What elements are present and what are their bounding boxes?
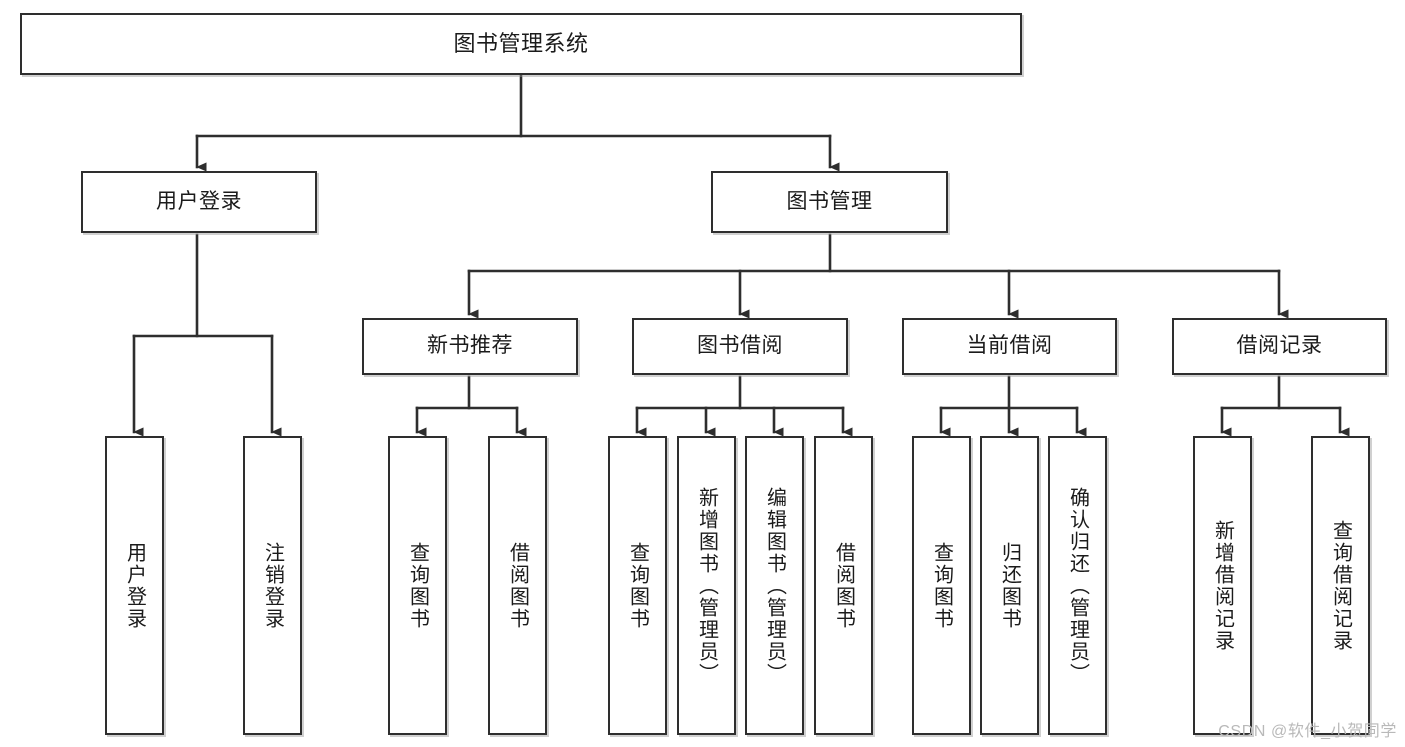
leaf-book-borrow-borrow-book-label: 借阅图书 (832, 541, 855, 630)
leaf-new-book-borrow-book-label: 借阅图书 (506, 541, 529, 630)
leaf-book-borrow-query-book[interactable]: 查询图书 (608, 436, 667, 735)
leaf-new-book-query-book[interactable]: 查询图书 (388, 436, 447, 735)
node-new-book-recommend[interactable]: 新书推荐 (362, 318, 578, 375)
node-book-management[interactable]: 图书管理 (711, 171, 948, 233)
leaf-borrow-record-query-record[interactable]: 查询借阅记录 (1311, 436, 1370, 735)
leaf-book-borrow-query-book-label: 查询图书 (626, 541, 649, 630)
node-user-login-label: 用户登录 (156, 189, 242, 213)
leaf-book-borrow-add-book-admin[interactable]: 新增图书（管理员） (677, 436, 736, 735)
leaf-book-borrow-add-book-admin-label: 新增图书（管理员） (695, 486, 718, 685)
node-borrow-record-label: 借阅记录 (1236, 334, 1323, 358)
leaf-book-borrow-edit-book-admin[interactable]: 编辑图书（管理员） (745, 436, 804, 735)
leaf-new-book-query-book-label: 查询图书 (406, 541, 429, 630)
leaf-book-borrow-borrow-book[interactable]: 借阅图书 (814, 436, 873, 735)
leaf-current-borrow-return-book-label: 归还图书 (998, 541, 1021, 630)
node-book-borrow-label: 图书借阅 (697, 334, 783, 358)
leaf-current-borrow-query-book-label: 查询图书 (930, 541, 953, 630)
node-root-label: 图书管理系统 (453, 31, 589, 57)
leaf-current-borrow-query-book[interactable]: 查询图书 (912, 436, 971, 735)
leaf-user-login-logout[interactable]: 注销登录 (243, 436, 302, 735)
node-current-borrow[interactable]: 当前借阅 (902, 318, 1117, 375)
leaf-borrow-record-add-record[interactable]: 新增借阅记录 (1193, 436, 1252, 735)
leaf-borrow-record-add-record-label: 新增借阅记录 (1211, 519, 1234, 652)
leaf-user-login-login-label: 用户登录 (123, 541, 146, 630)
leaf-current-borrow-return-book[interactable]: 归还图书 (980, 436, 1039, 735)
node-new-book-recommend-label: 新书推荐 (427, 334, 513, 358)
node-user-login[interactable]: 用户登录 (81, 171, 317, 233)
leaf-book-borrow-edit-book-admin-label: 编辑图书（管理员） (763, 486, 786, 685)
leaf-user-login-login[interactable]: 用户登录 (105, 436, 164, 735)
node-book-borrow[interactable]: 图书借阅 (632, 318, 848, 375)
node-book-management-label: 图书管理 (786, 189, 873, 213)
leaf-new-book-borrow-book[interactable]: 借阅图书 (488, 436, 547, 735)
node-borrow-record[interactable]: 借阅记录 (1172, 318, 1387, 375)
leaf-borrow-record-query-record-label: 查询借阅记录 (1329, 519, 1352, 652)
leaf-current-borrow-confirm-return-admin[interactable]: 确认归还（管理员） (1048, 436, 1107, 735)
leaf-current-borrow-confirm-return-admin-label: 确认归还（管理员） (1066, 486, 1089, 685)
leaf-user-login-logout-label: 注销登录 (261, 541, 284, 630)
node-root-book-management-system[interactable]: 图书管理系统 (20, 13, 1022, 75)
node-current-borrow-label: 当前借阅 (966, 334, 1053, 358)
